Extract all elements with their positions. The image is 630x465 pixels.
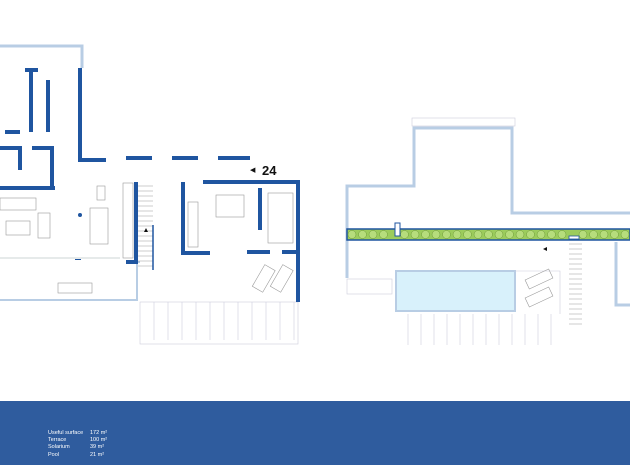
hedge-plant: [442, 230, 451, 239]
hedge-plant: [410, 230, 420, 239]
area-label: Solarium: [48, 444, 70, 451]
area-table: Useful surface 172 m² Terrace 100 m² Solar…: [48, 430, 107, 459]
area-value: 39 m²: [90, 444, 105, 451]
area-label: Useful surface: [48, 430, 84, 436]
hedge-plant: [358, 230, 367, 239]
area-row: Useful surface 172 m²: [48, 430, 107, 437]
hedge-plant: [463, 230, 472, 239]
hedge-plant: [536, 230, 546, 239]
hedge-plant: [515, 230, 525, 239]
area-row: Terrace 100 m²: [48, 437, 107, 444]
lower-floor-plan: [0, 44, 300, 345]
hedge-plant: [547, 230, 556, 239]
area-value: 21 m²: [90, 451, 105, 458]
hedge-plant: [526, 230, 535, 239]
hedge-plant: [505, 230, 514, 239]
footer-band: Useful surface 172 m² Terrace 100 m² Solar…: [0, 401, 630, 465]
roof-floor-plan: [345, 117, 630, 345]
hedge-plant: [620, 230, 630, 239]
hedge-plant: [473, 230, 483, 239]
hedge-plant: [421, 230, 430, 239]
hedge-plant: [400, 230, 409, 239]
hedge-plant: [557, 230, 567, 239]
area-value: 100 m²: [90, 437, 108, 444]
hedge-plant: [452, 230, 462, 239]
hedge-plant: [431, 230, 441, 239]
hedge-plant: [484, 230, 493, 239]
area-row: Pool 21 m²: [48, 452, 107, 459]
hedge-plant: [379, 230, 388, 239]
hedge-plant: [494, 230, 504, 239]
hedge-plant: [599, 230, 609, 239]
hedge-plant: [347, 230, 357, 239]
entrance-arrow-icon: ◀: [250, 167, 256, 174]
area-value: 172 m²: [90, 430, 108, 436]
hedge-plant: [578, 230, 588, 239]
floor-plan: [0, 44, 630, 345]
area-label: Pool: [48, 451, 60, 458]
hedge-plant: [589, 230, 598, 239]
unit-number: 24: [262, 163, 277, 178]
hedge-plant: [610, 230, 619, 239]
hedge-plant: [368, 230, 378, 239]
area-label: Terrace: [48, 437, 67, 444]
area-row: Solarium 39 m²: [48, 444, 107, 451]
